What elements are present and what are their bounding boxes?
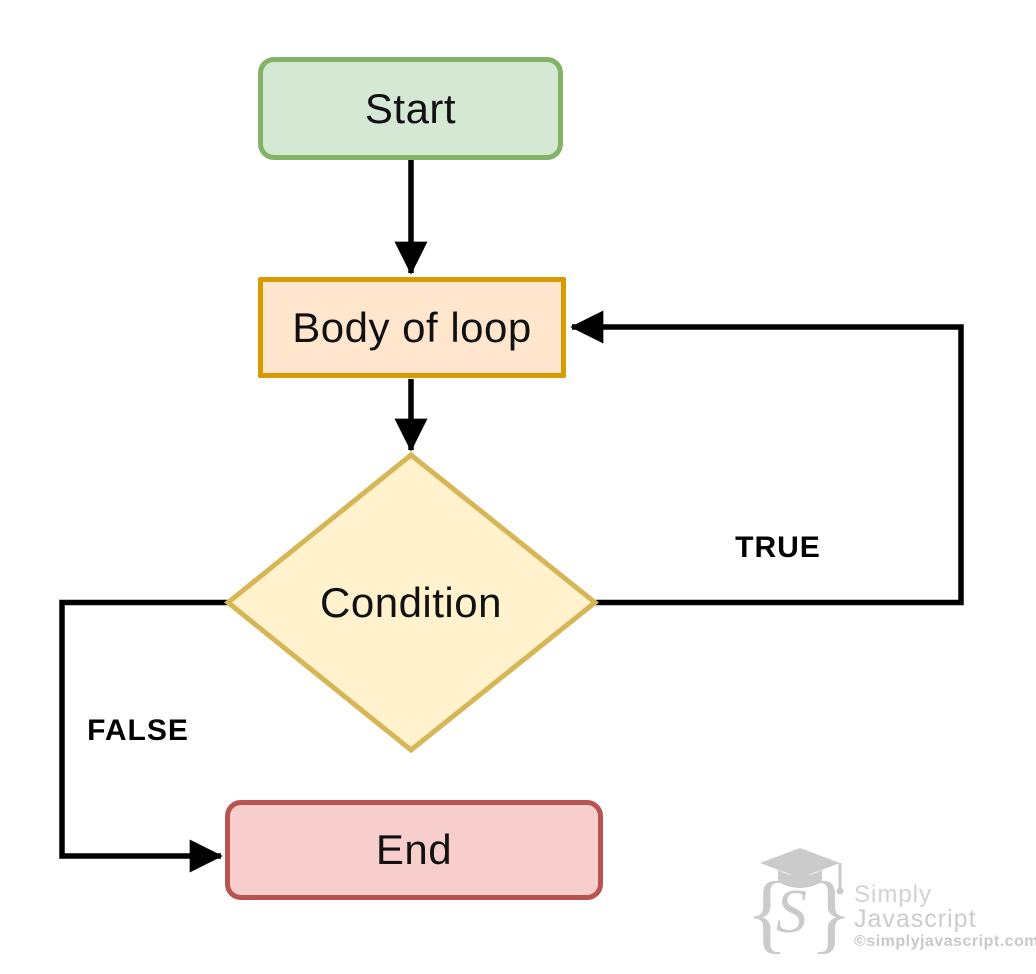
node-end-label: End: [375, 826, 453, 873]
watermark: { } S Simply Javascript ©simplyjavascrip…: [748, 842, 1036, 964]
graduation-cap-icon: [760, 848, 840, 878]
brace-right: }: [810, 865, 852, 962]
condition-diamond-shape: [224, 451, 599, 754]
simply-javascript-logo-icon: { } S: [748, 848, 852, 962]
watermark-text: Simply Javascript ©simplyjavascript.com: [854, 883, 1036, 964]
edge-true-loop: [570, 310, 964, 606]
graduation-cap-tassel-knot: [836, 887, 844, 895]
edge-label-false: FALSE: [87, 714, 189, 747]
logo-s: S: [776, 878, 807, 946]
brace-left: {: [748, 865, 788, 962]
node-body-label: Body of loop: [292, 303, 532, 351]
node-start-label: Start: [364, 84, 457, 132]
node-body-of-loop: Body of loop: [258, 277, 566, 378]
edge-false-to-end: [59, 599, 227, 873]
watermark-brand-line1: Simply: [854, 881, 933, 908]
node-end: End: [225, 800, 603, 900]
watermark-site-url: ©simplyjavascript.com: [854, 933, 1036, 950]
graduation-cap-base: [778, 870, 822, 888]
watermark-brand-line2: Javascript: [854, 905, 977, 933]
node-condition-label: Condition: [320, 579, 502, 626]
node-start: Start: [258, 57, 563, 160]
edge-label-true: TRUE: [735, 531, 821, 564]
